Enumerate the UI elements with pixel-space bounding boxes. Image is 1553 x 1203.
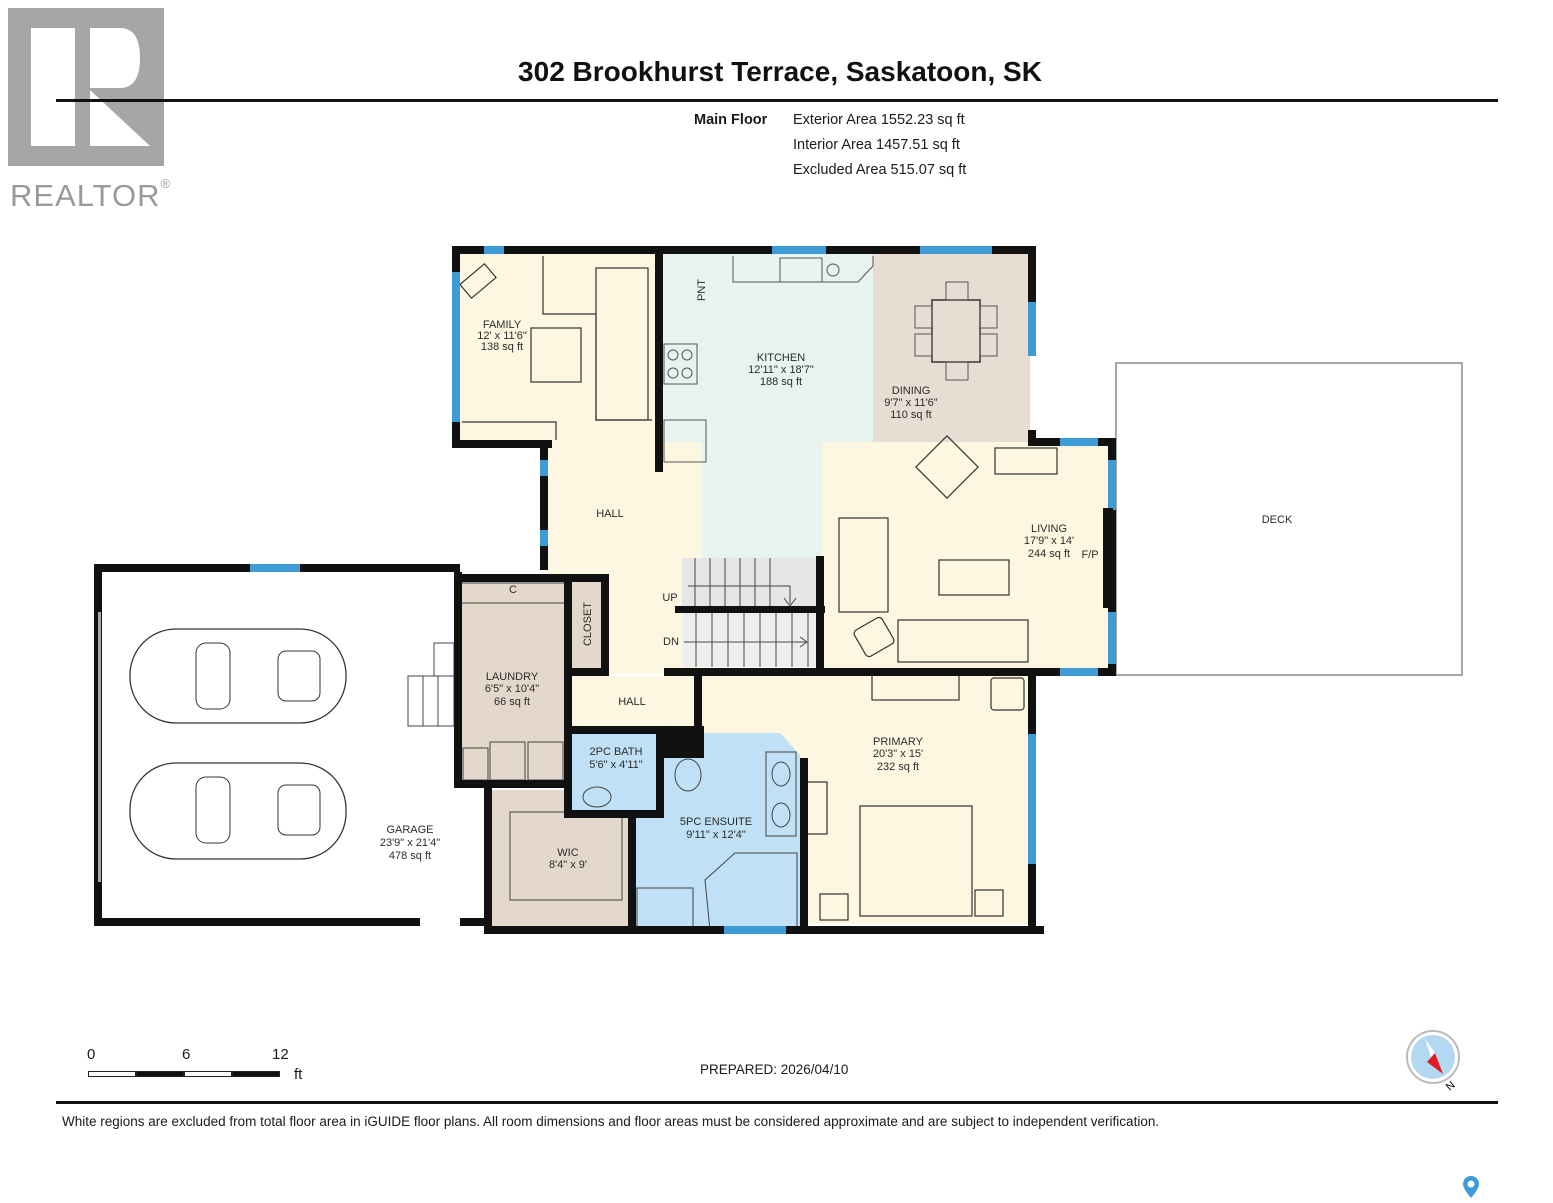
primary-dims: 20'3" x 15' xyxy=(873,748,923,760)
hall-upper-label: HALL xyxy=(596,508,624,520)
living-area: 244 sq ft xyxy=(1028,548,1070,560)
family-area: 138 sq ft xyxy=(481,341,523,353)
living-room xyxy=(822,442,1112,668)
prepared-date: PREPARED: 2026/04/10 xyxy=(700,1062,849,1077)
deck-area xyxy=(1115,362,1463,676)
realtor-wordmark: REALTOR® xyxy=(10,176,172,213)
laundry-label: LAUNDRY xyxy=(486,671,539,683)
garage-area: 478 sq ft xyxy=(389,850,431,862)
garage-dims: 23'9" x 21'4" xyxy=(380,837,440,849)
living-furniture xyxy=(838,435,1058,663)
garage-cars xyxy=(129,628,347,860)
windows xyxy=(250,246,1116,934)
scale-tick-12: 12 xyxy=(272,1046,289,1063)
garage-door xyxy=(98,612,101,882)
room-labels: FAMILY 12' x 11'6" 138 sq ft PNT KITCHEN… xyxy=(380,279,1293,871)
disclaimer-text: White regions are excluded from total fl… xyxy=(62,1114,1160,1129)
family-room xyxy=(458,252,658,442)
dining-area: 110 sq ft xyxy=(890,409,931,421)
kitchen-fixtures xyxy=(663,256,874,463)
dining-label: DINING xyxy=(892,385,931,397)
bath-2pc-label: 2PC BATH xyxy=(590,746,643,758)
living-label: LIVING xyxy=(1031,523,1067,535)
compass-icon: N xyxy=(1405,1030,1465,1098)
ensuite-dims: 9'11" x 12'4" xyxy=(686,829,746,841)
exterior-area: Exterior Area 1552.23 sq ft xyxy=(793,112,965,128)
kitchen-upper xyxy=(663,252,873,447)
fireplace-label: F/P xyxy=(1081,549,1098,561)
kitchen-dims: 12'11" x 18'7" xyxy=(748,364,814,376)
family-dims: 12' x 11'6" xyxy=(477,330,527,342)
primary-area: 232 sq ft xyxy=(877,761,919,773)
floor-label: Main Floor xyxy=(694,112,768,128)
map-pin-icon[interactable] xyxy=(1463,1176,1479,1198)
scale-bar: 0 6 12 ft xyxy=(82,1046,322,1086)
page-title: 302 Brookhurst Terrace, Saskatoon, SK xyxy=(518,56,1042,87)
kitchen-area: 188 sq ft xyxy=(760,376,802,388)
scale-tick-0: 0 xyxy=(87,1046,96,1063)
dining-room xyxy=(873,252,1030,442)
scale-unit: ft xyxy=(294,1066,303,1083)
garage-label: GARAGE xyxy=(386,824,433,836)
family-furniture xyxy=(459,256,652,440)
hall-lower xyxy=(570,676,694,726)
pantry-label: PNT xyxy=(696,279,708,301)
wic-label: WIC xyxy=(557,847,578,859)
laundry-dims: 6'5" x 10'4" xyxy=(485,683,539,695)
hall-lower-label: HALL xyxy=(618,696,646,708)
kitchen-lower xyxy=(700,440,822,560)
laundry-room xyxy=(460,580,570,785)
excluded-area: Excluded Area 515.07 sq ft xyxy=(793,162,967,178)
living-dims: 17'9" x 14' xyxy=(1024,535,1074,547)
dining-dims: 9'7" x 11'6" xyxy=(884,397,937,409)
laundry-closet-label: C xyxy=(509,584,517,596)
interior-area: Interior Area 1457.51 sq ft xyxy=(793,137,960,153)
ensuite-label: 5PC ENSUITE xyxy=(680,816,752,828)
bath-2pc-dims: 5'6" x 4'11" xyxy=(589,759,642,771)
closet-label: CLOSET xyxy=(582,602,594,646)
family-label: FAMILY xyxy=(483,319,522,331)
wic-dims: 8'4" x 9' xyxy=(549,859,587,871)
stairs-down xyxy=(682,612,820,667)
header-divider xyxy=(56,99,1498,102)
stairs-up xyxy=(682,558,820,610)
deck-label: DECK xyxy=(1262,514,1293,526)
primary-label: PRIMARY xyxy=(873,736,924,748)
garage-steps xyxy=(407,642,455,727)
fireplace xyxy=(1103,508,1113,608)
realtor-logo: REALTOR® xyxy=(8,8,178,213)
realtor-r-mark xyxy=(8,8,164,166)
footer-divider xyxy=(56,1101,1498,1104)
stairs-up-label: UP xyxy=(662,592,677,604)
laundry-area: 66 sq ft xyxy=(494,696,530,708)
dining-table xyxy=(914,281,998,381)
stairs-down-label: DN xyxy=(663,636,679,648)
svg-text:N: N xyxy=(1444,1079,1458,1093)
kitchen-label: KITCHEN xyxy=(757,352,805,364)
scale-tick-6: 6 xyxy=(182,1046,191,1063)
